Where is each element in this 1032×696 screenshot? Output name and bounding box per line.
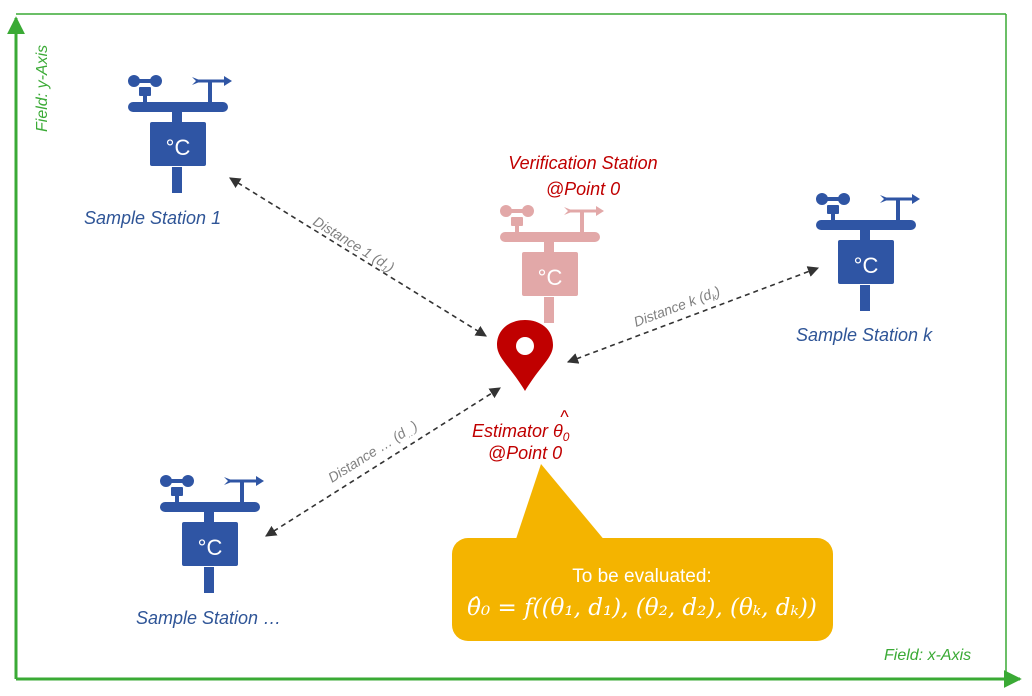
- svg-text:°C: °C: [538, 265, 563, 290]
- distance-arrow-n: [265, 387, 501, 537]
- distance-arrow-1: [229, 177, 487, 337]
- axes: Field: x-Axis Field: y-Axis: [6, 13, 1022, 688]
- evaluation-callout: To be evaluated: θ̂₀ = f((θ₁, d₁), (θ₂, …: [452, 464, 833, 641]
- estimator: Estimator θ0 ^ @Point 0: [472, 320, 570, 463]
- svg-text:°C: °C: [198, 535, 223, 560]
- callout-pointer: [515, 464, 606, 542]
- distance-label-k: Distance k (dk): [631, 283, 722, 332]
- sample-station-n: °C Sample Station …: [136, 475, 281, 628]
- estimator-label: Estimator θ0: [472, 421, 570, 444]
- sample-station-k-label: Sample Station k: [796, 325, 933, 345]
- svg-text:°C: °C: [166, 135, 191, 160]
- estimator-point-label: @Point 0: [488, 443, 562, 463]
- weather-station-icon-faded: °C: [500, 205, 604, 323]
- verification-point-label: @Point 0: [546, 179, 620, 199]
- sample-station-1: °C Sample Station 1: [84, 75, 232, 228]
- sample-station-k: °C Sample Station k: [796, 193, 933, 345]
- estimator-hat: ^: [560, 407, 569, 427]
- x-axis-label: Field: x-Axis: [884, 647, 971, 664]
- map-pin-icon: [497, 320, 553, 391]
- callout-formula: θ̂₀ = f((θ₁, d₁), (θ₂, d₂), (θₖ, dₖ)): [467, 595, 817, 621]
- sample-station-1-label: Sample Station 1: [84, 208, 221, 228]
- svg-text:°C: °C: [854, 253, 879, 278]
- distance-label-n: Distance … (d…): [325, 417, 421, 487]
- distance-label-1: Distance 1 (d1): [309, 213, 397, 277]
- distance-arrow-k: [566, 266, 820, 364]
- y-axis-label: Field: y-Axis: [34, 45, 51, 132]
- weather-station-icon: °C: [128, 75, 232, 193]
- weather-station-icon: °C: [160, 475, 264, 593]
- callout-title: To be evaluated:: [572, 566, 711, 587]
- callout-box: [452, 538, 833, 641]
- sample-station-n-label: Sample Station …: [136, 608, 281, 628]
- verification-label: Verification Station: [508, 153, 657, 173]
- verification-station: Verification Station @Point 0 °C: [500, 153, 658, 323]
- weather-station-icon: °C: [816, 193, 920, 311]
